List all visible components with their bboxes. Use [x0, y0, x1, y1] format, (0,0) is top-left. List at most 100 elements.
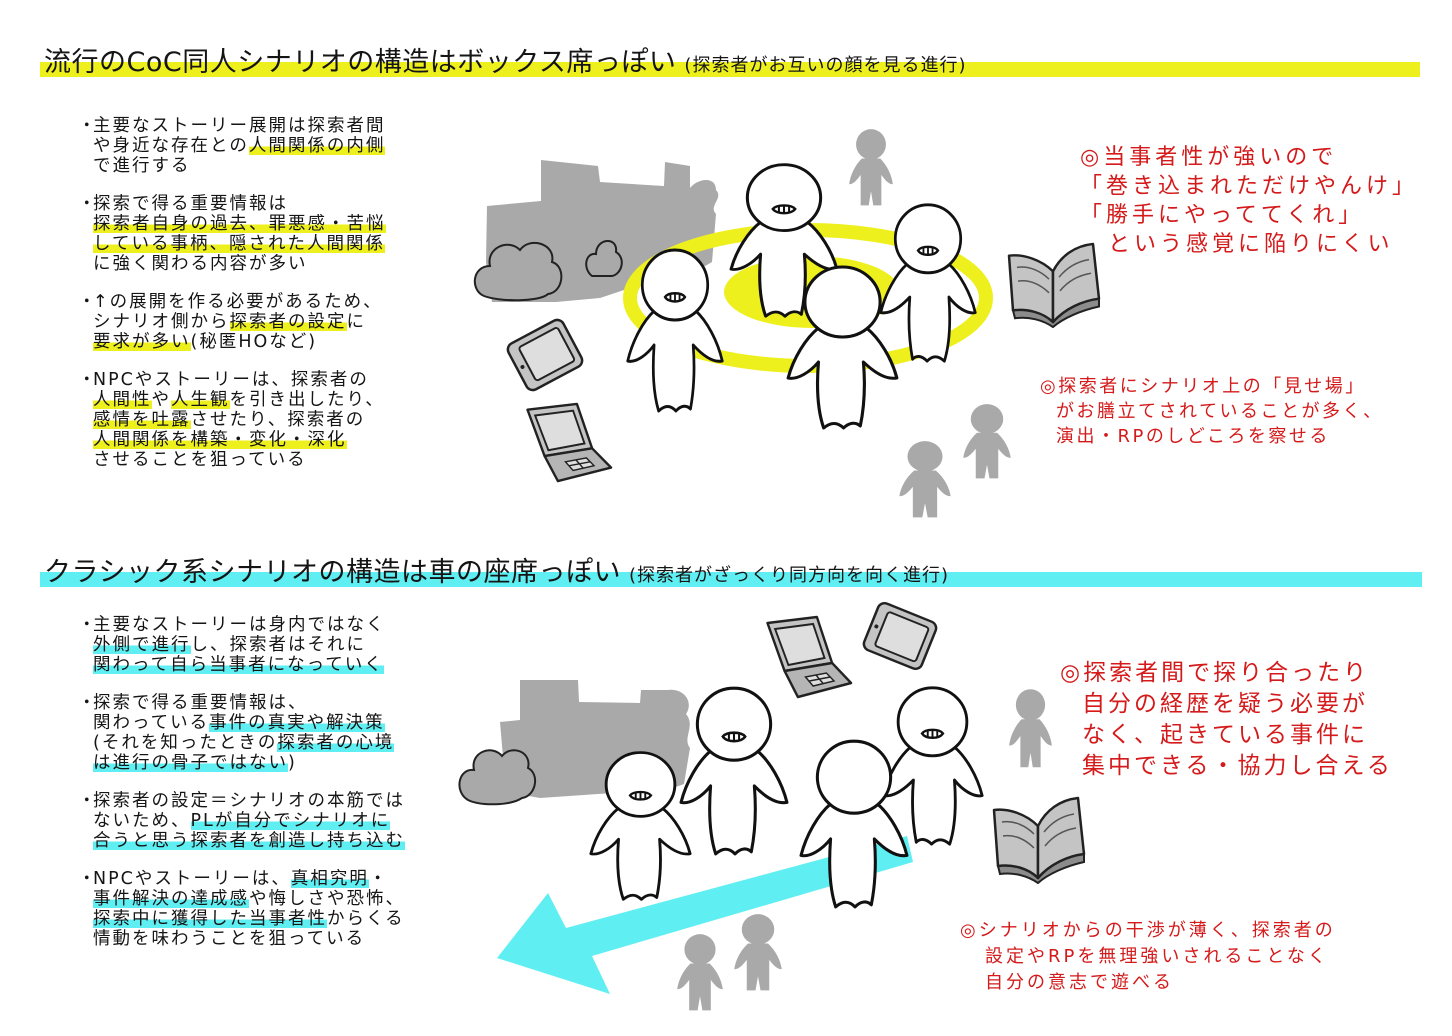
laptop-icon: [526, 402, 613, 483]
bullet-line: している事柄、隠された人間関係: [93, 234, 386, 254]
text-segment: させることを狙っている: [93, 450, 307, 470]
gray-person-icon: [849, 129, 893, 206]
bush: [474, 241, 563, 302]
bullet-list: ・ 主要なストーリーは身内ではなく外側で進行し、探索者はそれに関わって自ら当事者に…: [78, 615, 438, 967]
bullet-item: ・主要なストーリー展開は探索者間や身近な存在との人間関係の内側で進行する: [78, 116, 438, 176]
bullet-line: シナリオ側から探索者の設定に: [93, 312, 383, 332]
highlighted-text: PLが自分でシナリオに: [190, 811, 391, 831]
bullet-line: 関わって自ら当事者になっていく: [93, 655, 386, 675]
bullet-line: 探索者の設定＝シナリオの本筋では: [93, 791, 405, 811]
text-segment: NPCやストーリーは、: [93, 869, 291, 889]
bullet-text: 探索で得る重要情報は、関わっている事件の真実や解決策(それを知ったときの探索者の…: [93, 693, 395, 773]
bullet-line: 探索者自身の過去、罪悪感・苦悩: [93, 214, 386, 234]
bullet-line: 感情を吐露させたり、探索者の: [93, 410, 385, 430]
laptop-icon: [766, 615, 853, 699]
bullet-list: ・主要なストーリー展開は探索者間や身近な存在との人間関係の内側で進行する・探索で…: [78, 116, 438, 488]
highlighted-text: 人間関係の内側: [248, 136, 386, 156]
highlighted-text: 事件の真実や解決策: [209, 713, 385, 733]
note-line: 自分の意志で遊べる: [985, 972, 1174, 993]
highlighted-text: 探索者の設定: [229, 312, 347, 332]
text-segment: 情動を味わうことを狙っている: [93, 929, 366, 949]
bullet-line: 事件解決の達成感や悔しさや恐怖、: [93, 889, 405, 909]
bullet-item: ・NPCやストーリーは、真相究明・事件解決の達成感や悔しさや恐怖、探索中に獲得し…: [78, 869, 438, 949]
note-line: ◎探索者間で探り合ったり: [1060, 660, 1370, 686]
bullet-line: 探索で得る重要情報は: [93, 194, 386, 214]
bullet-glyph: ・: [78, 693, 96, 713]
bullet-text: 主要なストーリーは身内ではなく外側で進行し、探索者はそれに関わって自ら当事者にな…: [93, 615, 386, 675]
highlighted-text: 合うと思う探索者を創造し持ち込む: [93, 831, 405, 851]
bullet-glyph: ・: [78, 116, 96, 136]
note-line: 演出・RPのしどころを察せる: [1056, 426, 1330, 447]
section-subtitle: (探索者がお互いの顔を見る進行): [684, 55, 967, 76]
bullet-line: NPCやストーリーは、探索者の: [93, 370, 385, 390]
text-segment: ): [288, 753, 297, 773]
text-segment: (それを知ったときの: [93, 733, 278, 753]
text-segment: し、探索者はそれに: [190, 635, 366, 655]
text-segment: 関わっている: [93, 713, 210, 733]
note-line: ◎探索者にシナリオ上の「見せ場」: [1040, 376, 1366, 397]
highlighted-text: 感情を吐露: [93, 410, 191, 430]
bullet-text: NPCやストーリーは、真相究明・事件解決の達成感や悔しさや恐怖、探索中に獲得した…: [93, 869, 405, 949]
gray-person-icon: [1009, 689, 1052, 768]
highlighted-text: 探索中に獲得した当事者性: [93, 909, 327, 929]
gray-person-icon: [963, 404, 1011, 479]
gray-person-icon: [899, 441, 951, 518]
text-segment: を引き出したり、: [229, 390, 385, 410]
section-title: クラシック系シナリオの構造は車の座席っぽい (探索者がざっくり同方向を向く進行): [44, 556, 949, 593]
direction-arrow: [497, 836, 913, 994]
text-segment: 探索者の設定＝シナリオの本筋では: [93, 791, 405, 811]
bullet-text: 探索で得る重要情報は探索者自身の過去、罪悪感・苦悩している事柄、隠された人間関係…: [93, 194, 386, 274]
section-title-text: 流行のCoC同人シナリオの構造はボックス席っぽい: [44, 47, 677, 78]
note-line: がお膳立てされていることが多く、: [1056, 401, 1384, 422]
bullet-line: ↑の展開を作る必要があるため、: [93, 292, 383, 312]
text-segment: NPCやストーリーは、探索者の: [93, 370, 369, 390]
highlighted-text: は進行の骨子ではない: [93, 753, 288, 773]
title-highlight-bar: [40, 572, 1422, 587]
text-segment: ↑の展開を作る必要があるため、: [93, 292, 383, 312]
text-segment: ・: [368, 869, 389, 889]
section-title: 流行のCoC同人シナリオの構造はボックス席っぽい (探索者がお互いの顔を見る進行): [44, 46, 966, 83]
note-sub: ◎探索者にシナリオ上の「見せ場」 がお膳立てされていることが多く、 演出・RPの…: [1040, 374, 1383, 449]
bullet-line: 要求が多い(秘匿HOなど): [93, 332, 383, 352]
section-title-text: クラシック系シナリオの構造は車の座席っぽい: [44, 557, 621, 588]
bullet-line: に強く関わる内容が多い: [93, 254, 386, 274]
text-segment: シナリオ側から: [93, 312, 230, 332]
bullet-line: 人間関係を構築・変化・深化: [93, 430, 385, 450]
bullet-glyph: ・: [78, 292, 96, 312]
title-highlight-bar: [40, 62, 1420, 77]
text-segment: 主要なストーリーは身内ではなく: [93, 615, 386, 635]
bullet-line: 人間性や人生観を引き出したり、: [93, 390, 385, 410]
text-segment: に強く関わる内容が多い: [93, 254, 308, 274]
highlighted-text: 外側で進行: [93, 635, 191, 655]
text-segment: させたり、探索者の: [190, 410, 366, 430]
bullet-line: ないため、PLが自分でシナリオに: [93, 811, 405, 831]
text-segment: ないため、: [93, 811, 191, 831]
book-icon: [992, 796, 1086, 884]
bullet-line: 情動を味わうことを狙っている: [93, 929, 405, 949]
bullet-text: 主要なストーリー展開は探索者間や身近な存在との人間関係の内側で進行する: [93, 116, 386, 176]
note-line: ◎シナリオからの干渉が薄く、探索者の: [960, 920, 1336, 941]
bush: [458, 749, 537, 806]
note-sub: ◎シナリオからの干渉が薄く、探索者の 設定やRPを無理強いされることなく 自分の…: [960, 918, 1336, 996]
tablet-icon: [504, 316, 586, 394]
bullet-line: で進行する: [93, 156, 386, 176]
highlighted-text: 事件解決の達成感: [93, 889, 249, 909]
section-subtitle: (探索者がざっくり同方向を向く進行): [628, 565, 950, 586]
note-line: 集中できる・協力し合える: [1082, 753, 1393, 779]
text-segment: や悔しさや恐怖、: [249, 889, 405, 909]
bullet-line: は進行の骨子ではない): [93, 753, 394, 773]
car-seat-illustration: [458, 599, 1086, 1011]
bullet-item: ・探索で得る重要情報は、関わっている事件の真実や解決策(それを知ったときの探索者…: [78, 693, 438, 773]
text-segment: 探索で得る重要情報は: [93, 194, 288, 214]
bullet-line: (それを知ったときの探索者の心境: [93, 733, 395, 753]
highlighted-text: 要求が多い: [93, 332, 191, 352]
note-main: ◎当事者性が強いので 「巻き込まれただけやんけ」 「勝手にやっててくれ」 という…: [1080, 143, 1418, 259]
note-line: 設定やRPを無理強いされることなく: [985, 946, 1329, 967]
bullet-item: ・探索者の設定＝シナリオの本筋ではないため、PLが自分でシナリオに合うと思う探索…: [78, 791, 438, 851]
text-segment: 主要なストーリー展開は探索者間: [93, 116, 386, 136]
bullet-line: 主要なストーリーは身内ではなく: [93, 615, 386, 635]
highlighted-text: している事柄、隠された人間関係: [93, 234, 385, 254]
text-segment: からくる: [327, 909, 405, 929]
highlighted-text: 人間性: [93, 390, 152, 410]
bullet-glyph: ・: [78, 791, 96, 811]
